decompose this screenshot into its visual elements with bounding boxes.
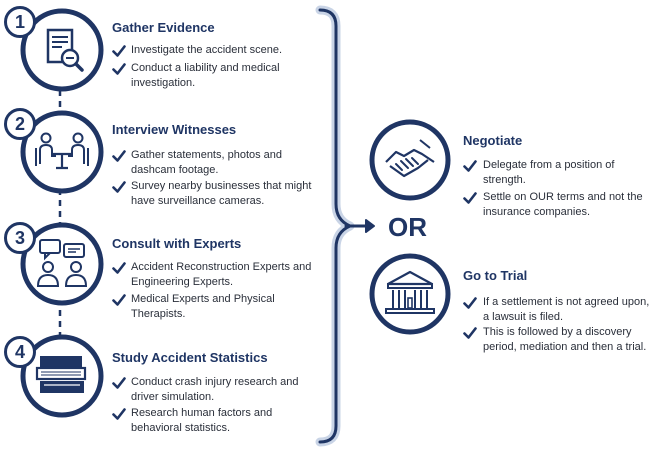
step-2-bullet-1: Gather statements, photos and dashcam fo… [131,149,283,176]
step-3-icon-circle [18,220,104,306]
step-4-title: Study Accident Statistics [112,350,268,365]
handshake-icon [369,119,451,201]
check-icon [112,181,126,193]
step-1-bullet-1: Investigate the accident scene. [131,44,283,56]
bracket-arrow [315,5,375,447]
experts-chat-icon [20,222,104,306]
check-icon [112,150,126,162]
step-1-title: Gather Evidence [112,20,215,35]
trial-title: Go to Trial [463,268,528,283]
step-2-number: 2 [4,108,36,140]
step-3-number: 3 [4,222,36,254]
check-icon [112,294,126,306]
trial-bullet-2: This is followed by a discovery period, … [483,326,647,353]
step-1-number: 1 [4,6,36,38]
step-2-bullet-2: Survey nearby businesses that might have… [131,180,312,207]
trial-icon-circle [368,252,452,336]
step-3-title: Consult with Experts [112,236,242,251]
step-4-bullet-1: Conduct crash injury research and driver… [131,376,299,403]
negotiate-icon-circle [368,118,452,202]
books-stack-icon [20,334,104,418]
check-icon [112,377,126,389]
step-3-bullet-1: Accident Reconstruction Experts and Engi… [131,261,312,288]
negotiate-bullet-2: Settle on OUR terms and not the insuranc… [483,191,643,218]
interview-table-icon [20,110,104,194]
negotiate-title: Negotiate [463,133,523,148]
step-3-bullet-2: Medical Experts and Physical Therapists. [131,293,275,320]
courthouse-icon [369,253,451,335]
step-2-title: Interview Witnesses [112,122,237,137]
check-icon [112,63,126,75]
check-icon [112,45,126,57]
trial-bullet-1: If a settlement is not agreed upon, a la… [483,296,650,323]
step-4-bullet-2: Research human factors and behavioral st… [131,407,273,434]
check-icon [112,262,126,274]
check-icon [463,327,477,339]
negotiate-bullet-1: Delegate from a position of strength. [483,159,615,186]
or-divider: OR [388,212,427,242]
step-4-icon-circle [18,332,104,418]
check-icon [463,192,477,204]
document-search-icon [20,8,104,92]
step-2-icon-circle [18,108,104,194]
check-icon [112,408,126,420]
check-icon [463,160,477,172]
step-1-icon-circle [18,6,104,92]
check-icon [463,297,477,309]
step-4-number: 4 [4,336,36,368]
step-1-bullet-2: Conduct a liability and medical investig… [131,62,280,89]
